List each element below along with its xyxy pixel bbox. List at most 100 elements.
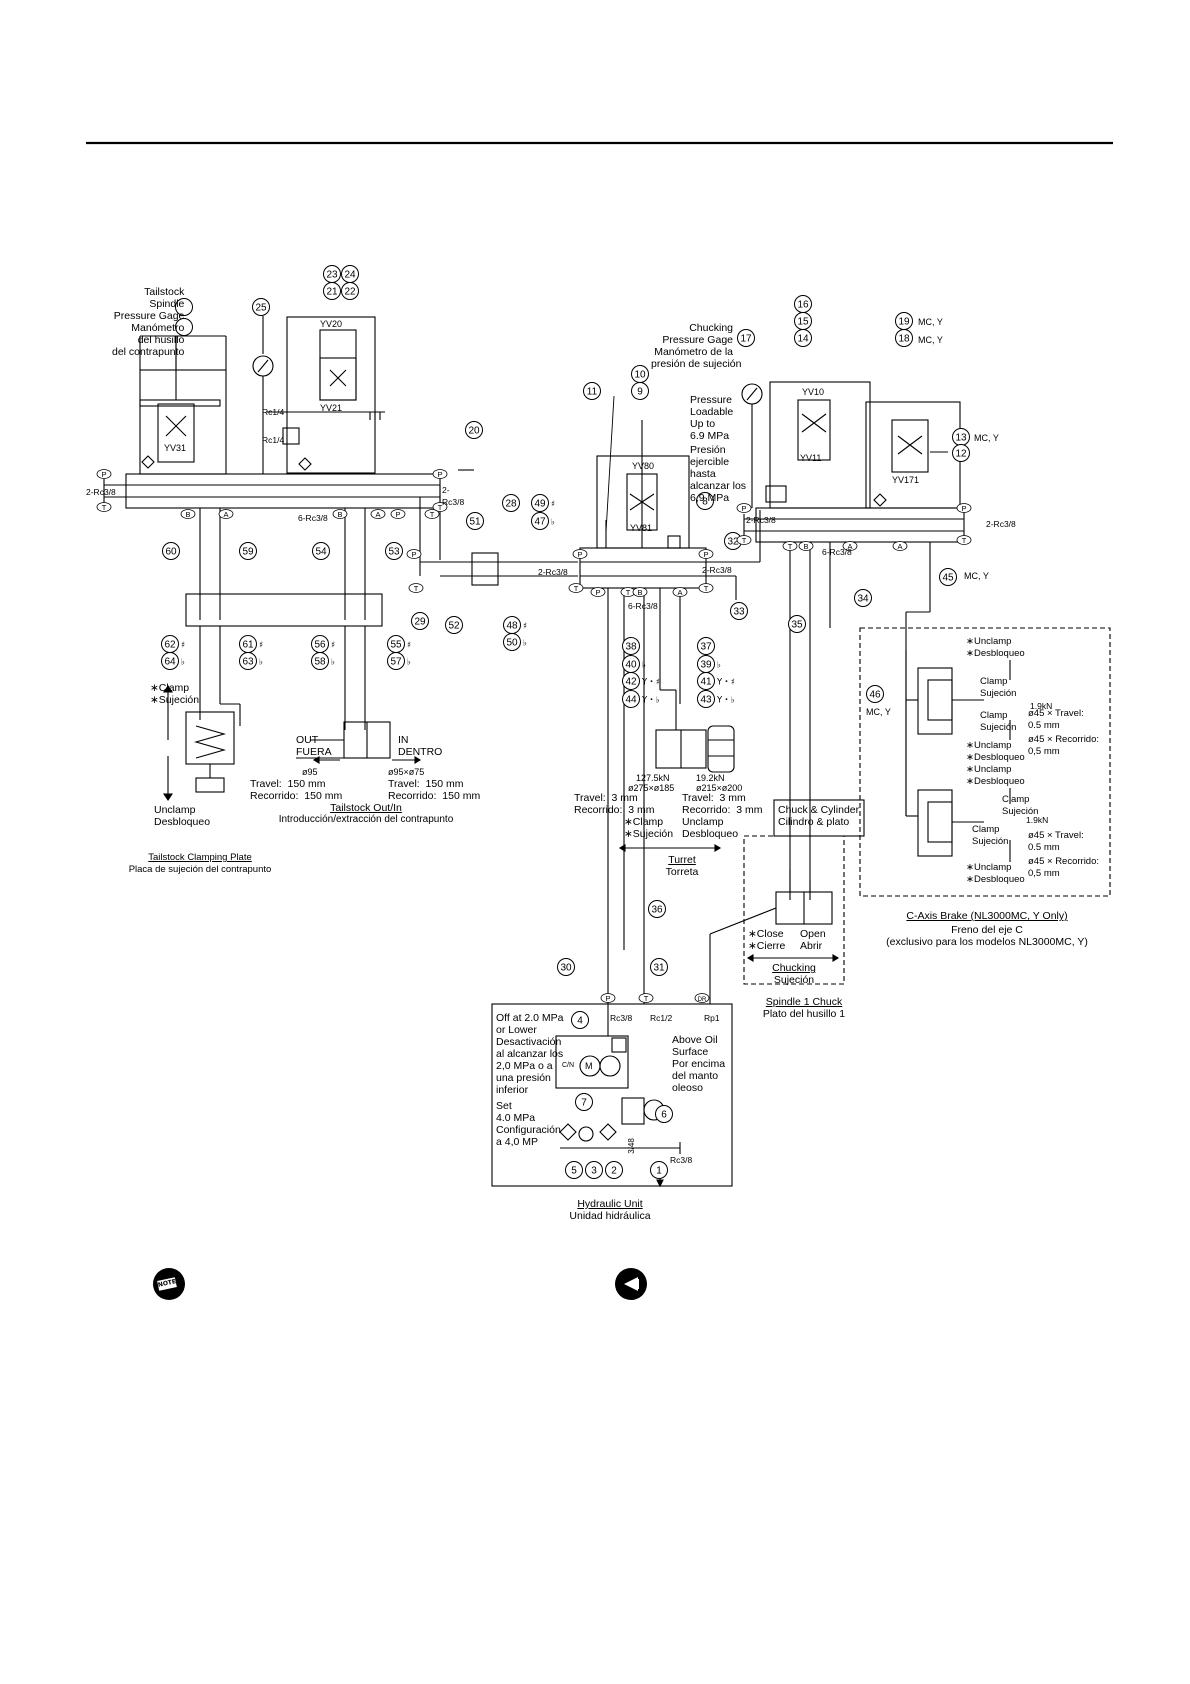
item-40-suffix: ♭ xyxy=(642,661,646,671)
item-58-bubble: 58♭ xyxy=(311,652,335,670)
item-2-number: 2 xyxy=(611,1166,617,1177)
item-32-number: 32 xyxy=(727,537,739,548)
c-axis-force-2: 1.9kN xyxy=(1026,815,1049,825)
item-15-bubble: 15 xyxy=(794,312,812,330)
item-4-bubble: 4 xyxy=(571,1011,589,1029)
suffix-18: MC, Y xyxy=(918,335,943,345)
item-50-bubble: 50♭ xyxy=(503,633,527,651)
item-2-bubble: 2 xyxy=(605,1161,623,1179)
port-mid-6rc38: 6-Rc3/8 xyxy=(628,601,658,611)
port-mark-b: B xyxy=(798,541,814,551)
item-24-bubble: 24 xyxy=(341,265,359,283)
port-right-2rc38-top: 2-Rc3/8 xyxy=(746,515,776,525)
svg-text:P: P xyxy=(703,550,708,559)
port-mark-p: P xyxy=(600,993,616,1003)
level-gauge-3 xyxy=(578,1126,594,1142)
item-13-number: 13 xyxy=(955,433,967,444)
yv171-valve xyxy=(891,419,929,473)
c-axis-travel-2: ø45 × Travel: 0.5 mm xyxy=(1028,830,1084,853)
item-42-number: 42 xyxy=(625,677,637,688)
port-mark-a: A xyxy=(842,541,858,551)
item-57-number: 57 xyxy=(390,657,402,668)
svg-text:T: T xyxy=(438,503,443,512)
item-60-number: 60 xyxy=(165,547,177,558)
item-48-number: 48 xyxy=(506,621,518,632)
c-axis-subtitle-2: (exclusivo para los modelos NL3000MC, Y) xyxy=(886,936,1088,948)
item-64-suffix: ♭ xyxy=(181,658,185,668)
port-mid2-2rc38: 2-Rc3/8 xyxy=(702,565,732,575)
c-axis-recorrido-2: ø45 × Recorrido: 0,5 mm xyxy=(1028,856,1100,879)
item-61-bubble: 61♯ xyxy=(239,635,263,653)
item-35-bubble: 35 xyxy=(788,615,806,633)
yv10-valve xyxy=(797,399,831,461)
item-14-bubble: 14 xyxy=(794,329,812,347)
item-9-number: 9 xyxy=(637,387,643,398)
port-mark-p: P xyxy=(406,549,422,559)
pump-motor-block xyxy=(555,1035,629,1089)
item-56-bubble: 56♯ xyxy=(311,635,335,653)
item-59-number: 59 xyxy=(242,547,254,558)
suffix-19: MC, Y xyxy=(918,317,943,327)
chuck-manifold-block xyxy=(755,507,965,543)
suffix-13: MC, Y xyxy=(974,433,999,443)
item-5-bubble: 5 xyxy=(565,1161,583,1179)
item-44-suffix: Y・♭ xyxy=(641,696,660,706)
item-55-bubble: 55♯ xyxy=(387,635,411,653)
port-mark-t: T xyxy=(956,535,972,545)
port-rc14-b: Rc1/4 xyxy=(262,435,285,445)
item-57-bubble: 57♭ xyxy=(387,652,411,670)
item-43-number: 43 xyxy=(700,695,712,706)
item-42-suffix: Y・♯ xyxy=(641,678,660,688)
item-33-bubble: 33 xyxy=(730,602,748,620)
chuck-sujecion-label: Sujeción xyxy=(773,974,815,986)
svg-text:B: B xyxy=(803,542,808,551)
svg-text:T: T xyxy=(574,584,579,593)
c-axis-unclamp-1: ∗Unclamp ∗Desbloqueo xyxy=(966,636,1025,659)
svg-text:P: P xyxy=(395,510,400,519)
svg-text:T: T xyxy=(704,584,709,593)
svg-text:T: T xyxy=(788,542,793,551)
tailstock-plate-title: Tailstock Clamping Plate xyxy=(148,852,252,863)
svg-text:DR: DR xyxy=(698,997,707,1003)
item-47-number: 47 xyxy=(534,517,546,528)
port-mark-t: T xyxy=(568,583,584,593)
svg-text:T: T xyxy=(742,536,747,545)
svg-text:P: P xyxy=(605,994,610,1003)
item-39-suffix: ♭ xyxy=(717,661,721,671)
chuck-chucking-label: Chucking xyxy=(772,962,816,974)
port-mark-a: A xyxy=(370,509,386,519)
item-18-number: 18 xyxy=(898,334,910,345)
valve-yv10: YV10 xyxy=(802,387,825,397)
item-53-bubble: 53 xyxy=(385,542,403,560)
item-30-bubble: 30 xyxy=(557,958,575,976)
item-28-bubble: 28 xyxy=(502,494,520,512)
item-30-number: 30 xyxy=(560,963,572,974)
item-25-number: 25 xyxy=(255,303,267,314)
turret-force-right: 19.2kN xyxy=(696,773,725,783)
item-26-bubble xyxy=(175,318,193,336)
port-tail-2rc38: 2- Rc3/8 xyxy=(442,485,465,507)
item-1-number: 1 xyxy=(656,1166,662,1177)
item-10-number: 10 xyxy=(634,370,646,381)
tailstock-gage-label: Tailstock Spindle Pressure Gage Manómetr… xyxy=(112,286,185,358)
svg-text:B: B xyxy=(337,510,342,519)
item-33-number: 33 xyxy=(733,607,745,618)
yv171-group xyxy=(865,401,961,509)
yv31-valve xyxy=(157,403,195,463)
item-61-number: 61 xyxy=(242,640,254,651)
port-mark-t: T xyxy=(408,583,424,593)
c-axis-unclamp-4: ∗Unclamp ∗Desbloqueo xyxy=(966,862,1025,885)
port-mark-p: P xyxy=(956,503,972,513)
yv20-valve xyxy=(319,329,357,401)
port-mark-t: T xyxy=(736,535,752,545)
hu-port-rc38-b: Rc3/8 xyxy=(670,1155,693,1165)
tailstock-out-in-title: Tailstock Out/In xyxy=(330,802,402,814)
item-52-bubble: 52 xyxy=(445,616,463,634)
item-55-suffix: ♯ xyxy=(407,641,411,651)
caution-icon xyxy=(615,1268,647,1300)
svg-text:P: P xyxy=(741,504,746,513)
rotary-joint-29 xyxy=(185,593,383,627)
turret-force-left: 127.5kN xyxy=(636,773,670,783)
